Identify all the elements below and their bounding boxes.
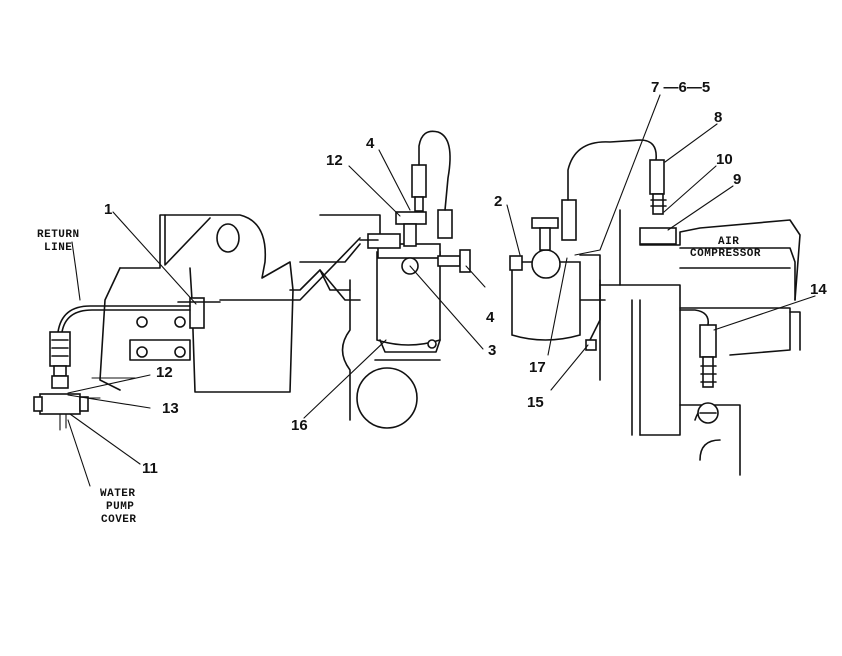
center-engine-outline <box>289 214 441 429</box>
callout-16: 16 <box>291 417 308 434</box>
caption-water: WATER <box>100 488 136 500</box>
water-pump-valve <box>33 331 89 431</box>
text-captions: RETURN LINE WATER PUMP COVER AIR COMPRES… <box>37 229 761 526</box>
right-fuel-filter <box>509 139 657 351</box>
callout-4-bottom: 4 <box>486 309 495 326</box>
right-engine-outline <box>569 209 801 476</box>
callout-9: 9 <box>733 171 741 188</box>
caption-line: LINE <box>44 242 72 254</box>
callout-12-left: 12 <box>156 364 173 381</box>
caption-return: RETURN <box>37 229 80 241</box>
left-engine-outline <box>69 214 294 399</box>
callout-10: 10 <box>716 151 733 168</box>
return-line-tube <box>57 305 191 333</box>
callout-1: 1 <box>104 201 112 218</box>
callout-12-top: 12 <box>326 152 343 169</box>
callout-3: 3 <box>488 342 496 359</box>
callout-labels: 1 12 4 4 3 16 12 13 11 2 7 —6—5 8 10 9 1… <box>104 79 827 477</box>
callout-2: 2 <box>494 193 502 210</box>
caption-cover: COVER <box>101 514 137 526</box>
callout-4-top: 4 <box>366 135 375 152</box>
callout-7-6-5: 7 —6—5 <box>651 79 710 96</box>
caption-air: AIR <box>718 236 739 248</box>
callout-8: 8 <box>714 109 722 126</box>
air-compressor-fittings <box>639 159 719 424</box>
callout-14: 14 <box>810 281 827 298</box>
fuel-filter <box>376 243 441 353</box>
fitting-1 <box>177 237 361 329</box>
callout-13: 13 <box>162 400 179 417</box>
callout-17: 17 <box>529 359 546 376</box>
callout-15: 15 <box>527 394 544 411</box>
leader-lines <box>67 94 816 487</box>
center-valve-fittings <box>359 130 471 273</box>
caption-pump: PUMP <box>106 501 134 513</box>
caption-compressor: COMPRESSOR <box>690 248 761 260</box>
callout-11: 11 <box>142 460 158 477</box>
